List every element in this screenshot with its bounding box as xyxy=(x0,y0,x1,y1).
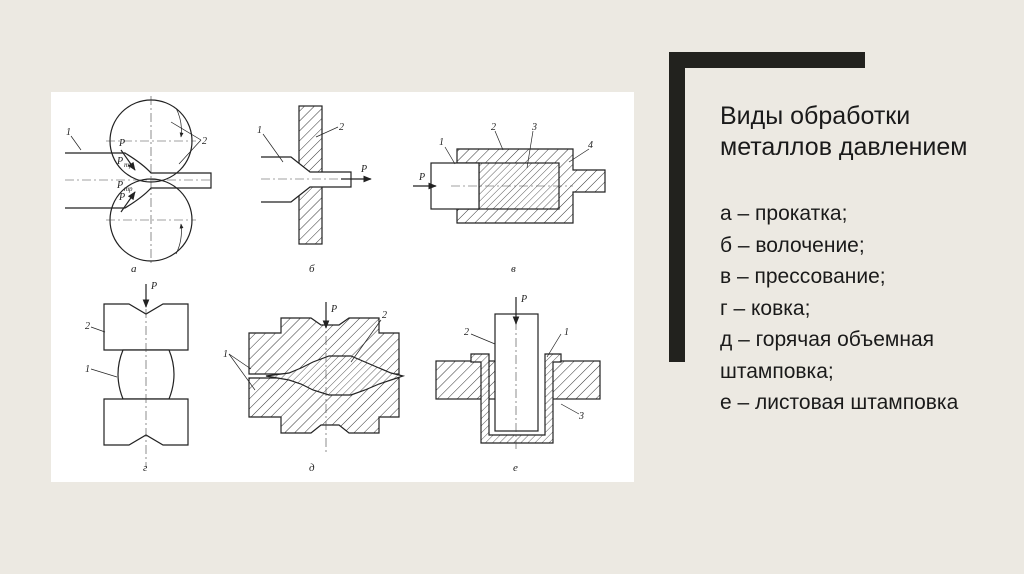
legend-item-e: е – листовая штамповка xyxy=(720,391,959,414)
label-1: 1 xyxy=(85,364,90,375)
caption-g: г xyxy=(143,462,148,474)
caption-v: в xyxy=(511,263,516,275)
workpiece xyxy=(65,152,212,209)
label-ptr-bottom: P xyxy=(116,180,123,191)
die-right xyxy=(547,360,601,400)
forging-blank xyxy=(265,355,406,396)
punch xyxy=(494,313,539,432)
legend-item-g: г – ковка; xyxy=(720,296,811,320)
label-3: 3 xyxy=(531,122,537,133)
label-2: 2 xyxy=(382,310,387,321)
caption-a: а xyxy=(131,263,137,275)
diagram-extrusion: 1 2 3 4 P в xyxy=(413,122,606,275)
legend-item-b: б – волочение; xyxy=(720,233,865,257)
diagram-hot-die-forging: 1 2 P д xyxy=(223,302,406,474)
label-3: 3 xyxy=(578,411,584,422)
diagram-drawing: 1 2 P б xyxy=(257,105,372,275)
decorative-frame-corner xyxy=(669,52,865,362)
label-p: P xyxy=(360,164,367,175)
label-2: 2 xyxy=(491,122,496,133)
metal-forming-diagram: 1 2 P P тр P тр P а 1 2 P б 1 2 3 4 P xyxy=(65,96,606,474)
label-1: 1 xyxy=(257,125,262,136)
caption-e: е xyxy=(513,462,518,474)
label-p-top: P xyxy=(118,138,125,149)
legend-list: а – прокатка; б – волочение; в – прессов… xyxy=(720,198,1020,419)
label-1: 1 xyxy=(223,349,228,360)
label-ptr-top: P xyxy=(116,156,123,167)
label-4: 4 xyxy=(588,140,593,151)
title-line-2: металлов давлением xyxy=(720,133,968,161)
slide-title: Виды обработки металлов давлением xyxy=(720,101,1010,163)
label-2: 2 xyxy=(339,122,344,133)
label-2: 2 xyxy=(85,321,90,332)
forging-workpiece xyxy=(117,349,175,400)
caption-d: д xyxy=(309,462,315,474)
label-p-bottom: P xyxy=(118,192,125,203)
label-p: P xyxy=(330,304,337,315)
legend-item-a: а – прокатка; xyxy=(720,202,848,225)
label-p: P xyxy=(520,294,527,305)
diagram-forging: 2 1 P г xyxy=(85,281,189,474)
label-tr-bottom: тр xyxy=(124,185,133,193)
figure-panel: 1 2 P P тр P тр P а 1 2 P б 1 2 3 4 P xyxy=(51,92,634,482)
diagram-rolling: 1 2 P P тр P тр P а xyxy=(65,96,212,275)
lower-anvil xyxy=(103,398,189,446)
title-line-1: Виды обработки xyxy=(720,102,911,130)
legend-item-d: д – горячая объемная штамповка; xyxy=(720,328,935,383)
label-1: 1 xyxy=(564,327,569,338)
label-1: 1 xyxy=(439,137,444,148)
diagram-sheet-stamping: 2 1 3 P е xyxy=(435,294,601,474)
sheet-blank xyxy=(470,353,562,444)
label-2: 2 xyxy=(202,136,207,147)
label-p: P xyxy=(418,172,425,183)
label-2: 2 xyxy=(464,327,469,338)
label-1: 1 xyxy=(66,127,71,138)
label-p: P xyxy=(150,281,157,292)
label-tr-top: тр xyxy=(124,161,133,169)
caption-b: б xyxy=(309,263,315,275)
legend-item-v: в – прессование; xyxy=(720,265,886,288)
